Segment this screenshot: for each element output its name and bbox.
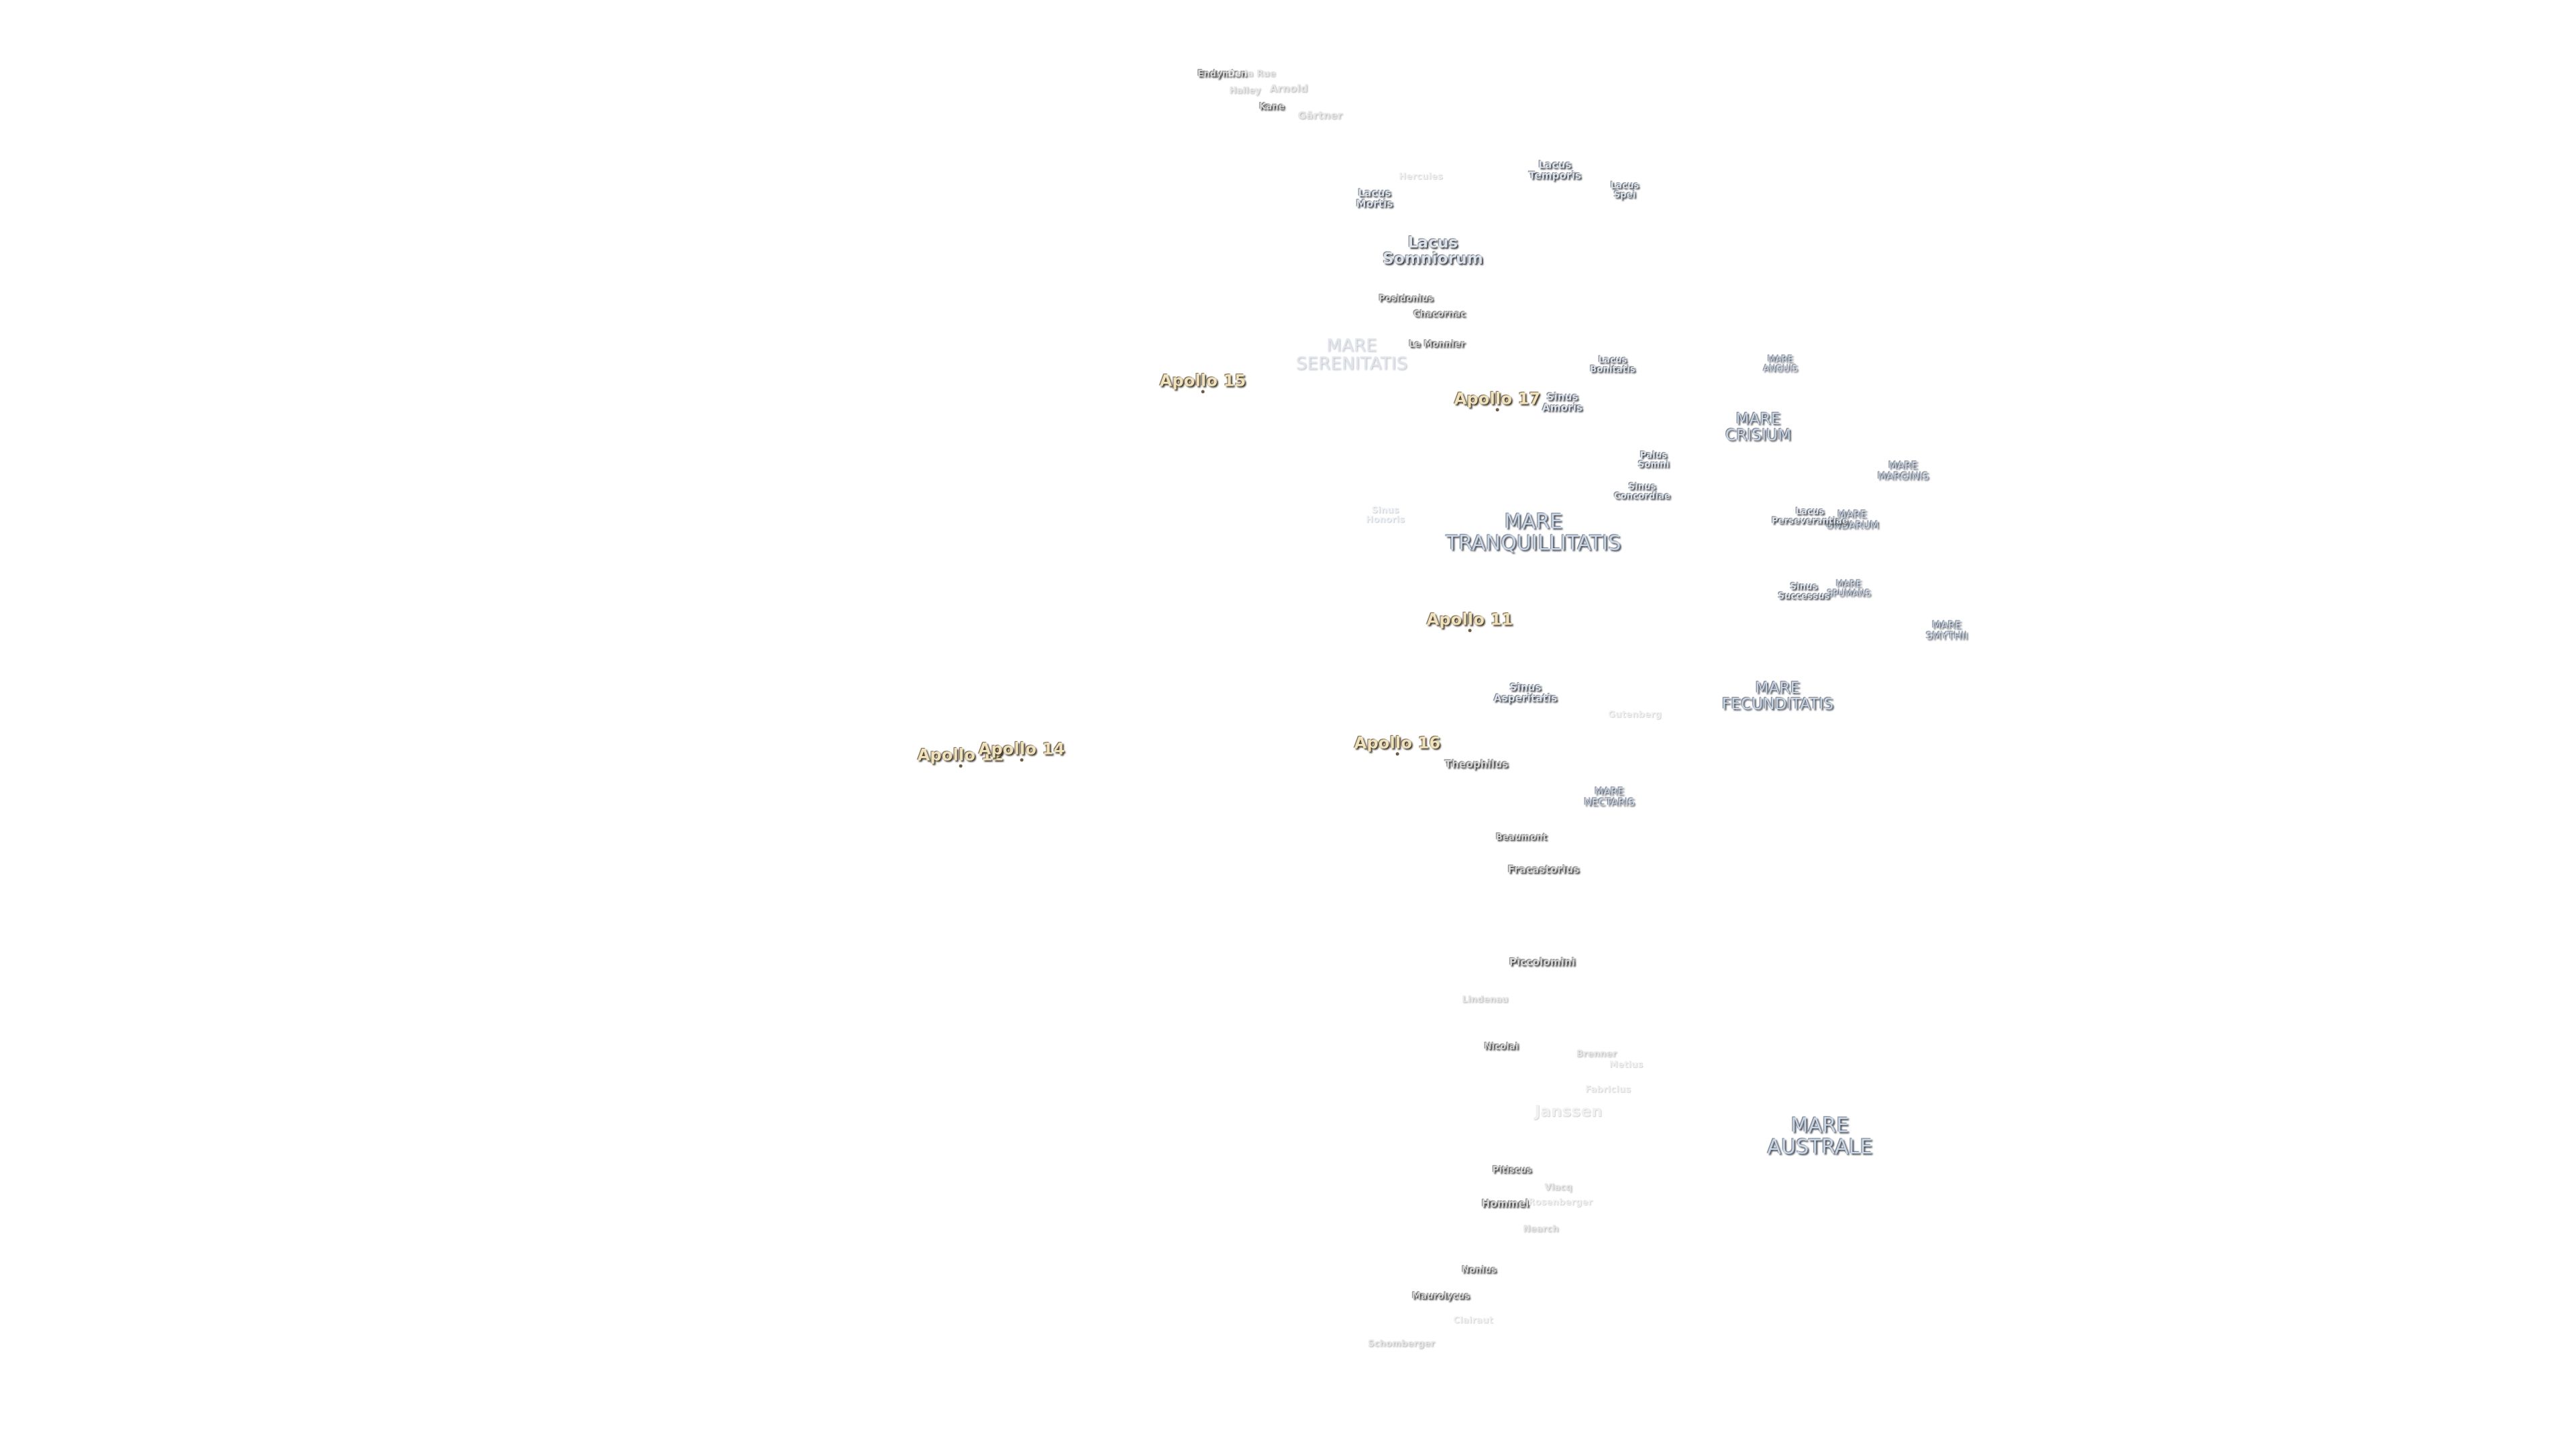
crater-fabricius-label[interactable]: Fabricius <box>1585 1085 1631 1095</box>
crater-chacornac-label[interactable]: Chacornac <box>1413 309 1466 320</box>
apollo-16-label[interactable]: Apollo 16 <box>1354 733 1441 756</box>
crater-posidonius-label[interactable]: Posidonius <box>1379 294 1434 305</box>
crater-de-la-rue-label[interactable]: De la Rue <box>1228 69 1276 80</box>
crater-endymion-label[interactable]: Endymion <box>1197 69 1247 80</box>
apollo-11-label[interactable]: Apollo 11 <box>1426 610 1513 633</box>
crater-gutenberg-label[interactable]: Gutenberg <box>1608 710 1662 720</box>
crater-arnold-label[interactable]: Arnold <box>1269 83 1308 95</box>
crater-janssen-label[interactable]: Janssen <box>1534 1102 1603 1120</box>
crater-hommel-label[interactable]: Hommel <box>1481 1197 1529 1210</box>
crater-metius-label[interactable]: Metius <box>1609 1060 1644 1071</box>
apollo-14-label[interactable]: Apollo 14 <box>978 739 1065 762</box>
crater-halley-label[interactable]: Halley <box>1229 86 1261 97</box>
crater-brenner-label[interactable]: Brenner <box>1576 1049 1617 1060</box>
crater-kane-label[interactable]: Kane <box>1259 102 1285 113</box>
crater-lindenau-label[interactable]: Lindenau <box>1462 995 1509 1006</box>
crater-nicolai-label[interactable]: Nicolai <box>1484 1042 1519 1053</box>
crater-schomberger-label[interactable]: Schomberger <box>1367 1339 1436 1350</box>
crater-clairaut-label[interactable]: Clairaut <box>1453 1316 1493 1326</box>
crater-vlacq-label[interactable]: Vlacq <box>1544 1183 1572 1193</box>
crater-fracastorius-label[interactable]: Fracastorius <box>1507 863 1580 876</box>
crater-hercules-label[interactable]: Hercules <box>1399 172 1443 182</box>
crater-pitiscus-label[interactable]: Pitiscus <box>1492 1165 1532 1176</box>
crater-le-monnier-label[interactable]: Le Monnier <box>1409 339 1465 350</box>
crater-nonius-label[interactable]: Nonius <box>1462 1265 1497 1276</box>
crater-piccolomini-label[interactable]: Piccolomini <box>1509 956 1576 969</box>
crater-nearch-label[interactable]: Nearch <box>1523 1224 1559 1235</box>
crater-theophilus-label[interactable]: Theophilus <box>1444 758 1509 771</box>
apollo-17-label[interactable]: Apollo 17 <box>1454 389 1541 412</box>
crater-beaumont-label[interactable]: Beaumont <box>1495 833 1548 843</box>
apollo-15-label[interactable]: Apollo 15 <box>1159 371 1246 394</box>
apollo-12-label[interactable]: Apollo 12 <box>917 745 1004 768</box>
crater-maurolycus-label[interactable]: Maurolycus <box>1412 1291 1470 1302</box>
crater-rosenberger-label[interactable]: Rosenberger <box>1527 1197 1593 1208</box>
crater-gartner-label[interactable]: Gärtner <box>1297 109 1343 122</box>
